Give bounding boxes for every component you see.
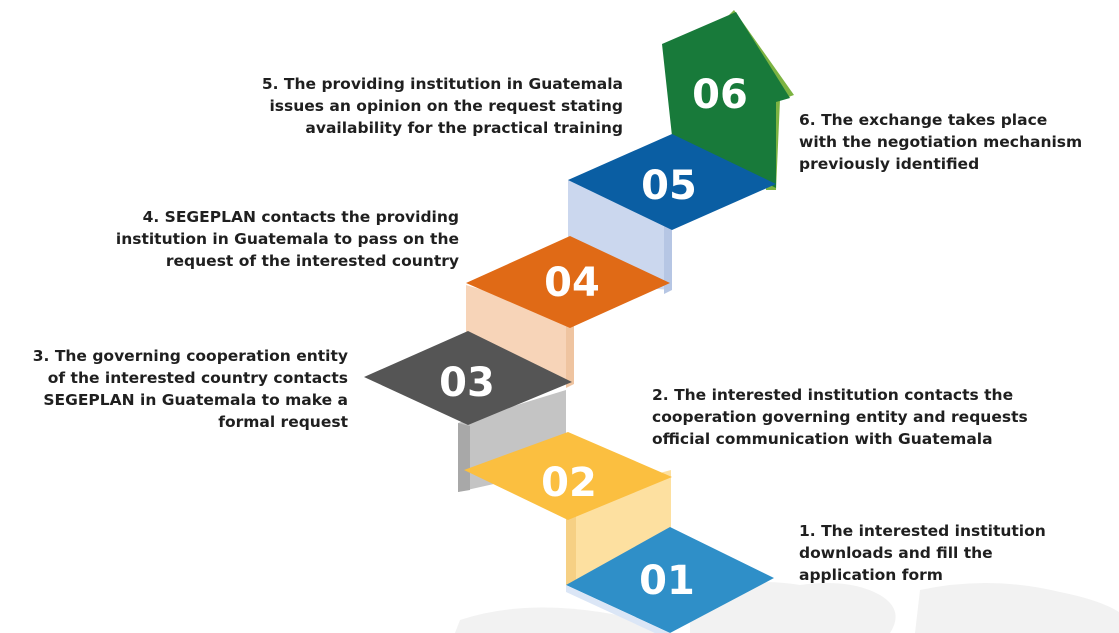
- step-06-arrow-side: [724, 10, 794, 190]
- step-04-label: 4. SEGEPLAN contacts the providing insti…: [115, 208, 459, 270]
- step-02-number: 02: [541, 460, 597, 506]
- step-03-label: 3. The governing cooperation entity of t…: [32, 347, 348, 431]
- step-01-number: 01: [639, 558, 695, 604]
- step-01-edge: [566, 585, 670, 633]
- step-05-number: 05: [641, 163, 697, 209]
- step-05-label: 5. The providing institution in Guatemal…: [261, 75, 623, 137]
- step-03-number: 03: [439, 360, 495, 406]
- step-06-label: 6. The exchange takes place with the neg…: [799, 111, 1083, 173]
- step-06-arrow: [662, 12, 790, 188]
- step-04-side: [566, 317, 574, 388]
- step-03-tread: [364, 331, 572, 425]
- step-04-tread: [466, 236, 670, 328]
- step-02-tread: [464, 432, 672, 520]
- step-02-label: 2. The interested institution contacts t…: [652, 386, 1028, 448]
- background-map: [455, 582, 1119, 633]
- step-01-label: 1. The interested institution downloads …: [799, 522, 1046, 584]
- step-04-number: 04: [544, 260, 600, 306]
- step-06-number: 06: [692, 72, 748, 118]
- step-01-tread: [566, 527, 774, 633]
- step-05-tread: [568, 134, 776, 230]
- step-03-side: [458, 423, 470, 492]
